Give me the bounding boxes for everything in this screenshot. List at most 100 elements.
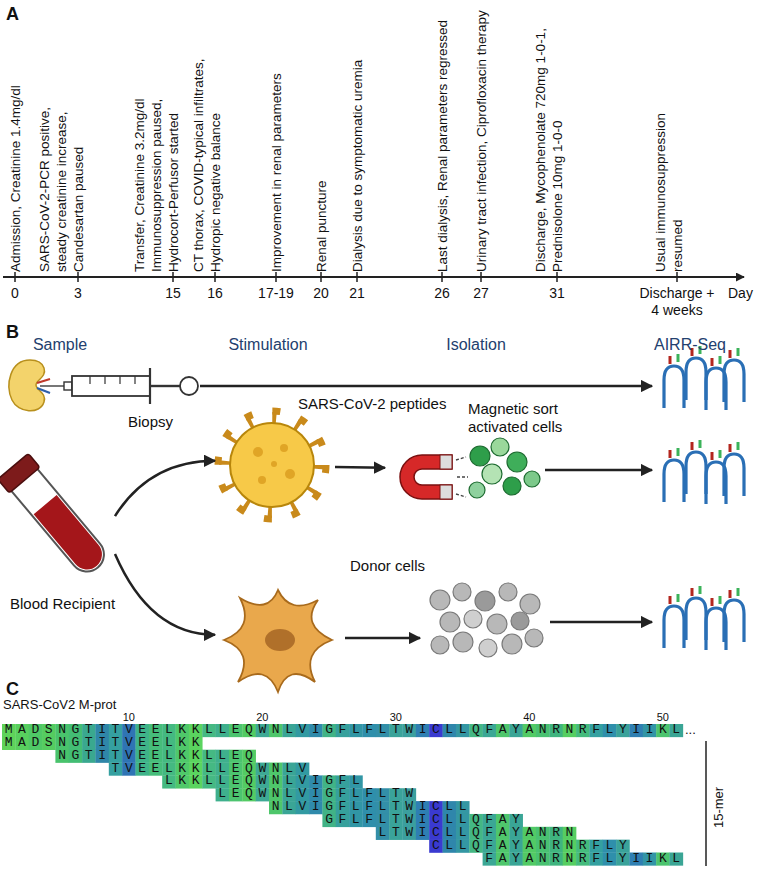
flow-arrow [545, 469, 652, 472]
peptide-sequence: TVEELKKLLEQWNLV [112, 763, 312, 776]
donor-cell-illustration [224, 590, 332, 692]
peptide-sequence: LKKLLEQWNLVIGFL [165, 775, 365, 788]
illustration-node: Biopsy [5, 355, 195, 435]
magnet-illustration [440, 485, 452, 499]
day-label: 31 [549, 285, 565, 302]
unsorted-cells [525, 629, 543, 647]
event-note: Transfer, Creatinine 3.2mg/dl Immunosupp… [131, 72, 182, 272]
position-number: 40 [523, 711, 535, 723]
day-label: 16 [207, 285, 223, 302]
peptide-sequence: LTWICLLQFAYANRN [379, 827, 579, 840]
residue-cells [2, 724, 683, 866]
plain-label: Day [728, 285, 753, 301]
panel-letter: A [6, 4, 19, 25]
day-label: 0 [11, 285, 19, 302]
node-label: Donor cells [350, 557, 425, 575]
activated-cells [524, 471, 540, 487]
step-heading: Isolation [446, 336, 506, 354]
event-note: Usual immunosuppression resumed [652, 92, 686, 272]
airr-seq-glyph [664, 586, 744, 650]
illustration-node: SARS-CoV-2 peptides [215, 392, 335, 517]
peptide-sequence: LEQWNLVIGFLFLTW [218, 788, 418, 801]
peptide-sequence: CLLQFAYANRNRFLY [432, 840, 632, 853]
unsorted-cells [430, 583, 543, 657]
kidney-biopsy-illustration [37, 388, 50, 393]
node-label: Blood Recipient [10, 595, 115, 613]
node-label: SARS-CoV-2 peptides [298, 395, 446, 413]
node-label: Magnetic sort activated cells [468, 400, 580, 436]
day-label: 26 [434, 285, 450, 302]
airr-seq-glyph [664, 346, 744, 410]
flow-connector [335, 466, 385, 469]
virus-illustration [271, 461, 277, 467]
position-number: 50 [657, 711, 669, 723]
kidney-biopsy-illustration [64, 382, 72, 390]
step-heading: Stimulation [228, 336, 307, 354]
day-label: 3 [74, 285, 82, 302]
event-note: Renal puncture [313, 180, 330, 272]
peptide-sequence: NLVIGFLFLTWICLL [272, 801, 472, 814]
kidney-biopsy-illustration [180, 377, 198, 395]
activated-cells [470, 446, 490, 466]
event-note: Urinary tract infection, Ciprofloxacin t… [473, 10, 490, 272]
kidney-biopsy-illustration [72, 376, 150, 396]
flow-connector [115, 554, 215, 635]
unsorted-cells [487, 614, 507, 634]
kidney-biopsy-illustration [90, 376, 135, 384]
unsorted-cells [440, 612, 460, 632]
virus-illustration [230, 423, 314, 507]
blood-tube-illustration [10, 467, 111, 578]
activated-cells [482, 464, 502, 484]
plain-label: SARS-CoV2 M-prot [3, 697, 116, 712]
kidney-biopsy-illustration [150, 385, 180, 387]
magnet-illustration [440, 455, 452, 469]
virus-illustration [258, 476, 266, 484]
bracket-label: 15-mer [711, 787, 726, 828]
position-number: 20 [256, 711, 268, 723]
magnet-illustration [400, 455, 468, 499]
unsorted-cells [502, 634, 522, 654]
day-label: 20 [313, 285, 329, 302]
position-number: 30 [390, 711, 402, 723]
unsorted-cells [453, 583, 471, 601]
panel-letter: B [6, 322, 19, 343]
peptide-sequence: NGTITVEELKKLLEQ [58, 750, 258, 763]
unsorted-cells [464, 610, 482, 628]
virus-illustration [225, 418, 319, 512]
panel-letter: C [6, 679, 19, 700]
flow-connector [115, 461, 215, 516]
kidney-biopsy-illustration [9, 360, 45, 411]
activated-cells [469, 438, 540, 498]
step-heading: Sample [33, 336, 87, 354]
event-note: Discharge, Mycophenolate 720mg 1-0-1, Pr… [532, 10, 566, 272]
peptide-sequence: MADSNGTITVEELKK [5, 737, 205, 750]
activated-cells [503, 477, 521, 495]
activated-cells [469, 482, 485, 498]
unsorted-cells [431, 636, 449, 654]
blood-tube-illustration [0, 454, 40, 494]
position-number: 10 [123, 711, 135, 723]
unsorted-cells [479, 639, 497, 657]
virus-illustration [253, 447, 263, 457]
peptide-sequence: MADSNGTITVEELKKLLEQWNLVIGFLFLTWICLLQFAYA… [5, 724, 686, 737]
unsorted-cells [453, 632, 473, 652]
blood-tube-illustration [0, 454, 113, 581]
flow-arrow [200, 385, 652, 388]
event-note: Admission, Creatinine 1.4mg/dl [7, 85, 24, 272]
illustration-node: Magnetic sort activated cells [385, 400, 545, 515]
event-note: Dialysis due to symptomatic uremia [349, 60, 366, 272]
unsorted-cells [430, 590, 450, 610]
blood-tube-illustration [34, 495, 108, 576]
donor-cell-illustration [224, 590, 332, 692]
magnet-illustration [456, 457, 468, 497]
unsorted-cells [520, 594, 540, 614]
magnet-illustration [400, 455, 452, 499]
step-heading: AIRR-Seq [654, 336, 726, 354]
virus-illustration [280, 444, 288, 452]
plain-label: ... [685, 722, 696, 737]
timeline-ticks [15, 272, 677, 282]
peptide-sequence: GFLFLTWICLLQFAY [325, 814, 525, 827]
flow-arrow [345, 637, 420, 640]
